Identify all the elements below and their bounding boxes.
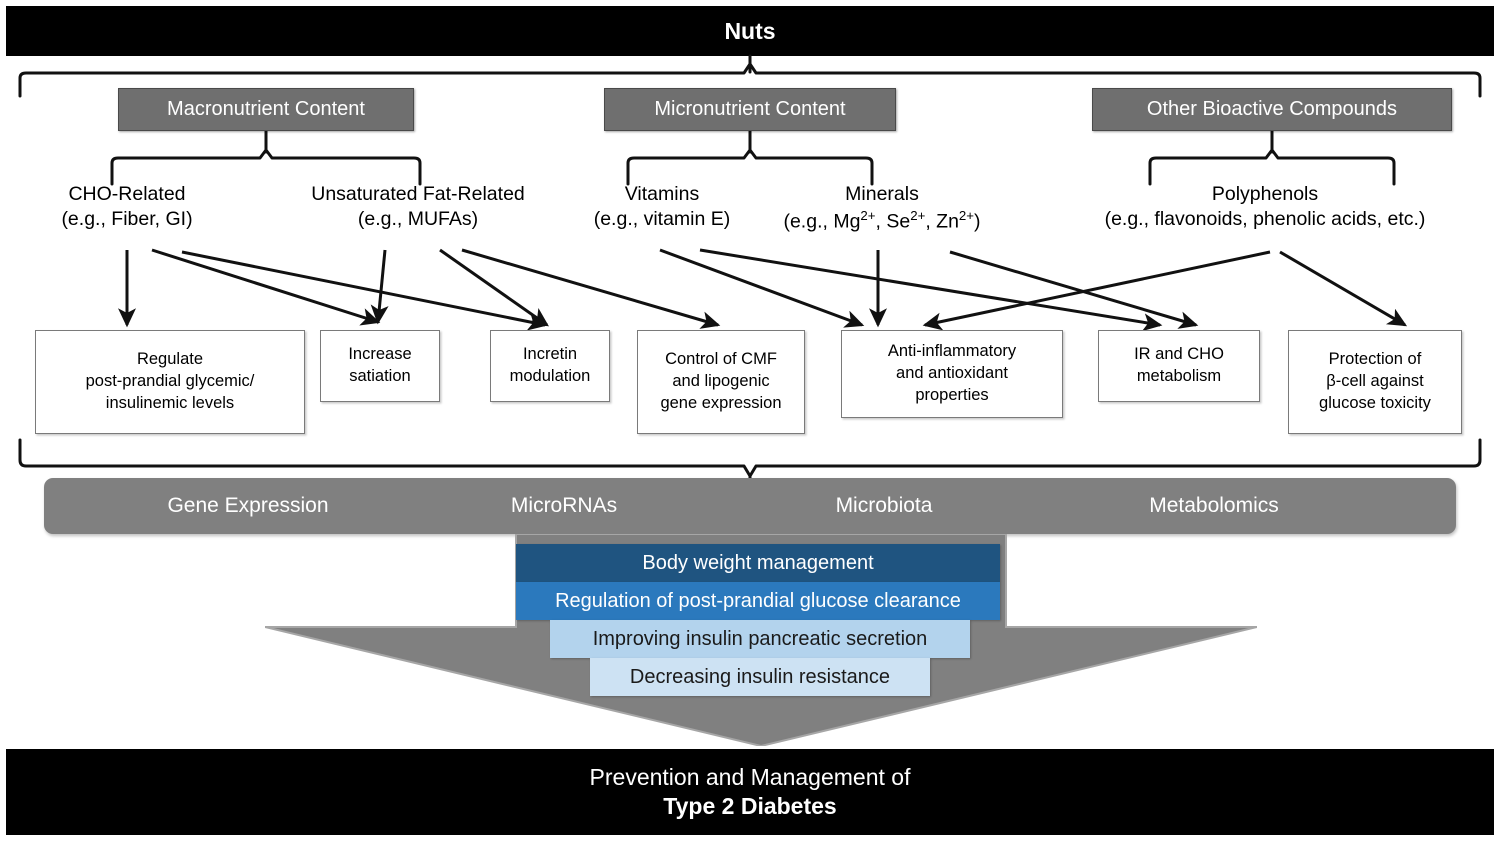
subgroup-cho-name: CHO-Related — [68, 183, 186, 205]
subgroup-fat-example: (e.g., MUFAs) — [357, 208, 479, 231]
subgroup-polyphenols-example: (e.g., flavonoids, phenolic acids, etc.) — [1104, 208, 1426, 231]
omics-item-metabolomics[interactable]: Metabolomics — [1084, 478, 1344, 534]
arrow-fat-to-cmf — [461, 248, 721, 329]
arrow-cho-to-incretin — [181, 250, 548, 331]
omics-item-microbiota[interactable]: Microbiota — [764, 478, 1004, 534]
subgroup-fat-name: Unsaturated Fat-Related — [311, 183, 525, 205]
benefit-band-glucose-clearance[interactable]: Regulation of post-prandial glucose clea… — [516, 582, 1000, 620]
brace-bioactive — [1148, 148, 1396, 186]
brace-macronutrient — [110, 148, 422, 186]
bottom-banner-outcome: Prevention and Management of Type 2 Diab… — [6, 749, 1494, 835]
brace-bottom-main — [18, 438, 1482, 478]
omics-label-metabolomics: Metabolomics — [1149, 494, 1279, 517]
benefit-label-glucose-clearance: Regulation of post-prandial glucose clea… — [555, 589, 961, 612]
omics-item-gene-expression[interactable]: Gene Expression — [118, 478, 378, 534]
subgroup-vitamins: Vitamins (e.g., vitamin E) — [556, 182, 768, 233]
category-box-macronutrient[interactable]: Macronutrient Content — [118, 88, 414, 131]
arrow-vitamins-to-antiinflam — [659, 248, 865, 328]
subgroup-unsaturated-fat: Unsaturated Fat-Related (e.g., MUFAs) — [268, 182, 568, 233]
subgroup-minerals-name: Minerals — [845, 183, 919, 205]
brace-micronutrient — [626, 148, 874, 186]
subgroup-vitamins-name: Vitamins — [624, 183, 700, 205]
subgroup-vitamins-example: (e.g., vitamin E) — [593, 208, 731, 231]
bottom-banner-line1: Prevention and Management of — [589, 764, 911, 791]
benefit-band-insulin-secretion[interactable]: Improving insulin pancreatic secretion — [550, 620, 970, 658]
top-banner-label: Nuts — [724, 17, 776, 44]
subgroup-polyphenols-name: Polyphenols — [1211, 183, 1319, 205]
arrow-cho-to-satiation — [151, 248, 381, 326]
arrow-polyphenols-to-antiinflam — [922, 250, 1271, 331]
category-box-micronutrient[interactable]: Micronutrient Content — [604, 88, 896, 131]
arrow-polyphenols-to-betacell — [1279, 250, 1408, 327]
category-label-micronutrient: Micronutrient Content — [654, 98, 846, 120]
omics-item-micrornas[interactable]: MicroRNAs — [444, 478, 684, 534]
subgroup-cho-related: CHO-Related (e.g., Fiber, GI) — [18, 182, 236, 233]
subgroup-minerals: Minerals (e.g., Mg2+, Se2+, Zn2+) — [764, 182, 1000, 235]
benefit-label-insulin-resistance: Decreasing insulin resistance — [629, 665, 891, 688]
arrow-fat-to-incretin2 — [439, 248, 549, 327]
category-label-bioactive: Other Bioactive Compounds — [1146, 98, 1398, 120]
benefit-band-insulin-resistance[interactable]: Decreasing insulin resistance — [590, 658, 930, 696]
omics-label-microbiota: Microbiota — [835, 494, 933, 517]
bottom-banner-line2: Type 2 Diabetes — [663, 793, 837, 819]
subgroup-cho-example: (e.g., Fiber, GI) — [61, 208, 193, 231]
arrow-minerals-to-ir — [949, 250, 1199, 329]
arrow-vitamins-to-ir — [699, 248, 1163, 332]
category-box-bioactive[interactable]: Other Bioactive Compounds — [1092, 88, 1452, 131]
omics-bar: Gene Expression MicroRNAs Microbiota Met… — [44, 478, 1456, 534]
omics-label-micrornas: MicroRNAs — [510, 494, 618, 517]
category-label-macronutrient: Macronutrient Content — [167, 98, 365, 120]
subgroup-minerals-example: (e.g., Mg2+, Se2+, Zn2+) — [783, 208, 981, 233]
subgroup-polyphenols: Polyphenols (e.g., flavonoids, phenolic … — [1030, 182, 1500, 233]
top-banner-nuts: Nuts — [6, 6, 1494, 56]
benefit-band-body-weight[interactable]: Body weight management — [516, 544, 1000, 582]
benefit-label-insulin-secretion: Improving insulin pancreatic secretion — [592, 627, 928, 650]
omics-label-gene-expression: Gene Expression — [167, 494, 329, 517]
arrow-fat-to-satiation — [370, 249, 389, 325]
benefit-label-body-weight: Body weight management — [642, 551, 874, 574]
